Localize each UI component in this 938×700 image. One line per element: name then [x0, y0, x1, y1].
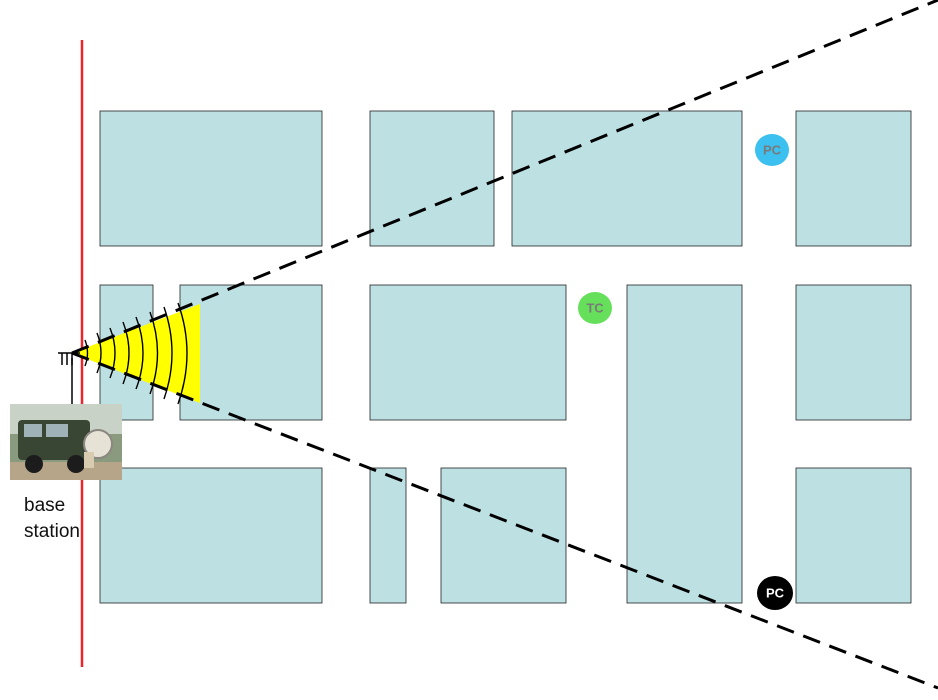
marker-label: PC	[763, 143, 782, 158]
city-block	[796, 285, 911, 420]
city-block	[370, 285, 566, 420]
base-station-label-line2: station	[24, 519, 80, 545]
city-block	[370, 468, 406, 603]
marker-label: TC	[586, 301, 604, 316]
city-block	[370, 111, 494, 246]
marker-tc: TC	[578, 292, 612, 324]
marker-label: PC	[766, 586, 785, 601]
city-blocks	[100, 111, 911, 603]
city-block	[100, 111, 322, 246]
city-block	[796, 111, 911, 246]
city-block	[796, 468, 911, 603]
city-block	[100, 468, 322, 603]
base-station-label: base station	[24, 493, 80, 545]
marker-pc-top: PC	[755, 134, 789, 166]
base-station-label-line1: base	[24, 493, 80, 519]
city-block	[627, 285, 742, 603]
antenna-icon	[58, 353, 80, 410]
city-block	[512, 111, 742, 246]
marker-pc-bottom: PC	[757, 576, 793, 610]
vehicle-photo	[10, 404, 122, 480]
city-block	[180, 285, 322, 420]
